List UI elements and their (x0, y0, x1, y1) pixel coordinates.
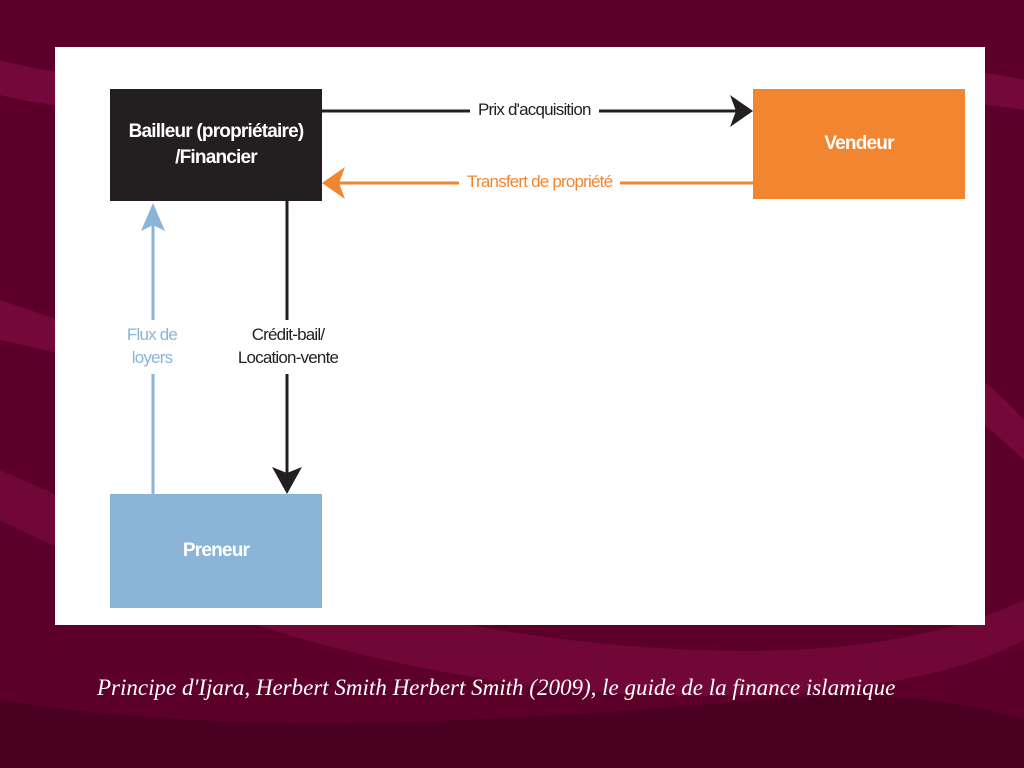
diagram-panel: Bailleur (propriétaire) /Financier Vende… (55, 47, 985, 625)
edge-label-prix-acquisition: Prix d'acquisition (470, 99, 599, 122)
node-bailleur: Bailleur (propriétaire) /Financier (110, 89, 322, 201)
node-preneur: Preneur (110, 494, 322, 608)
slide-caption: Principe d'Ijara, Herbert Smith Herbert … (97, 675, 896, 700)
edge-label-flux-loyers: Flux de loyers (117, 320, 187, 374)
edge-label-credit-bail: Crédit-bail/ Location-vente (228, 320, 348, 374)
node-vendeur: Vendeur (753, 89, 965, 199)
edge-label-transfert-propriete: Transfert de propriété (459, 171, 621, 194)
